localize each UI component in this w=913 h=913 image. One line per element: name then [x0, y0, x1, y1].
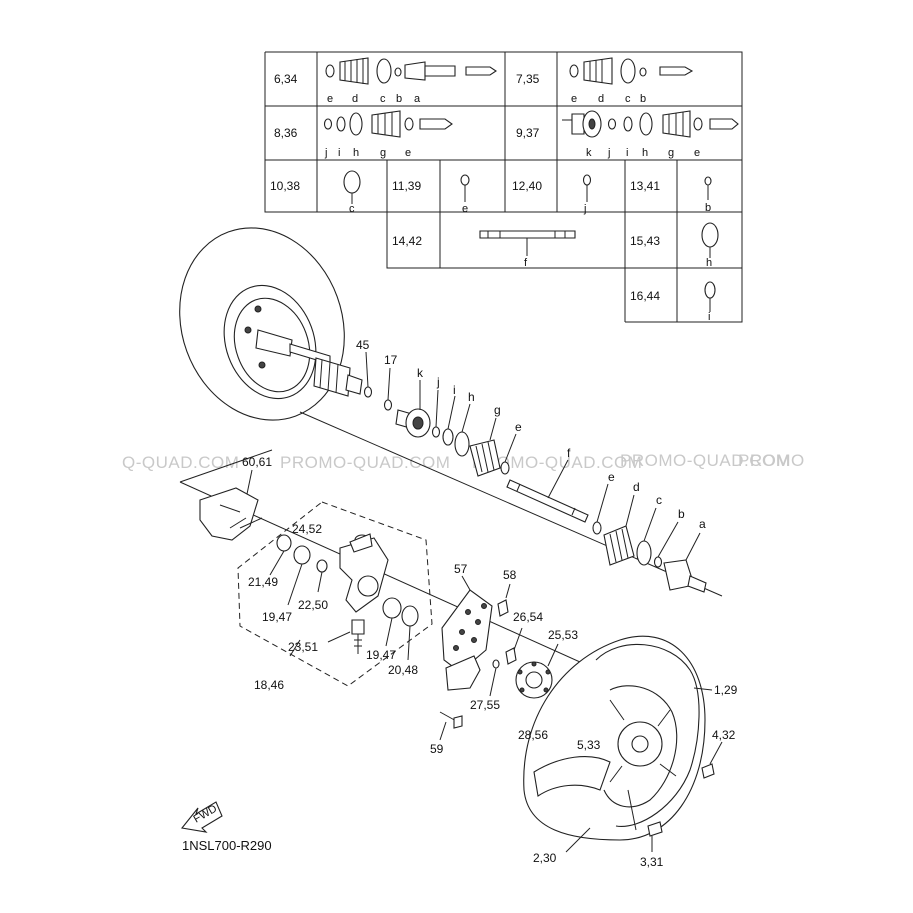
kit-code-9-37: 9,37: [516, 126, 540, 140]
kit-letter: e: [571, 93, 577, 105]
kit-code-14-42: 14,42: [392, 234, 422, 248]
callout-label: 26,54: [513, 610, 543, 624]
kit-letter: f: [524, 257, 528, 269]
kit-code-11-39: 11,39: [392, 179, 421, 193]
watermark-text: PROMO-QUAD.COM: [280, 453, 450, 472]
callout-label: e: [515, 420, 522, 434]
kit-letter: c: [625, 93, 631, 105]
kit-letter: j: [583, 203, 586, 215]
kit-table: 6,34 7,35 8,36 9,37 10,38 11,39 12,40 13…: [264, 51, 743, 323]
watermark-text: PROMO: [738, 451, 805, 470]
kit-letter: b: [640, 93, 646, 105]
callout-label: 3,31: [640, 855, 664, 869]
callout-label: e: [608, 470, 615, 484]
kit-7-35-parts: e d c b: [569, 57, 694, 105]
kit-letter: c: [349, 203, 355, 215]
kit-code-16-44: 16,44: [630, 289, 660, 303]
callout-label: b: [678, 507, 685, 521]
callout-label: 17: [384, 353, 398, 367]
axle-exploded: [179, 351, 723, 681]
kit-letter: e: [405, 147, 411, 159]
kit-letter: i: [708, 311, 710, 323]
callout-label: 19,47: [262, 610, 292, 624]
kit-letter: b: [396, 93, 402, 105]
kit-letter: e: [694, 147, 700, 159]
kit-code-12-40: 12,40: [512, 179, 542, 193]
wheel-lower-right: [523, 635, 723, 853]
callout-label: 24,52: [292, 522, 322, 536]
kit-letter: h: [353, 147, 359, 159]
callout-label: 60,61: [242, 455, 272, 469]
watermark-text: PROMO-QUAD.COM: [620, 451, 790, 470]
kit-code-7-35: 7,35: [516, 72, 540, 86]
watermark-text: PROMO-QUAD.COM: [472, 453, 642, 472]
kit-code-8-36: 8,36: [274, 126, 298, 140]
kit-letter: g: [380, 147, 386, 159]
callout-label: 22,50: [298, 598, 328, 612]
kit-letter: d: [598, 93, 604, 105]
kit-letter: e: [462, 203, 468, 215]
callout-label: 59: [430, 742, 444, 756]
kit-code-10-38: 10,38: [270, 179, 300, 193]
kit-letter: b: [705, 202, 711, 214]
kit-code-6-34: 6,34: [274, 72, 298, 86]
kit-letter: k: [586, 147, 592, 159]
kit-6-34-parts: e d c b a: [325, 57, 497, 105]
callout-label: j: [436, 375, 440, 389]
callout-label: a: [699, 517, 706, 531]
callout-label: d: [633, 480, 640, 494]
callouts: 45 17 k j i h g e f e d c b a 60,61 24,5…: [242, 338, 738, 869]
kit-letter: j: [607, 147, 610, 159]
callout-label: 18,46: [254, 678, 284, 692]
callout-label: h: [468, 390, 475, 404]
watermark: Q-QUAD.COM PROMO-QUAD.COM PROMO-QUAD.COM…: [122, 451, 805, 472]
callout-label: i: [453, 383, 456, 397]
kit-letter: c: [380, 93, 386, 105]
kit-letter: a: [414, 93, 421, 105]
callout-label: 1,29: [714, 683, 738, 697]
watermark-text: Q-QUAD.COM: [122, 453, 239, 472]
wheel-upper-left: [179, 227, 363, 421]
kit-letter: j: [324, 147, 327, 159]
kit-code-13-41: 13,41: [630, 179, 660, 193]
callout-label: 58: [503, 568, 517, 582]
callout-label: 4,32: [712, 728, 736, 742]
kit-letter: e: [327, 93, 333, 105]
callout-label: 57: [454, 562, 468, 576]
kit-letter: i: [338, 147, 340, 159]
callout-label: 23,51: [288, 640, 318, 654]
callout-label: 2,30: [533, 851, 557, 865]
fwd-arrow: FWD: [180, 801, 223, 833]
kit-code-15-43: 15,43: [630, 234, 660, 248]
kit-letter: d: [352, 93, 358, 105]
callout-label: k: [417, 366, 424, 380]
kit-letter: g: [668, 147, 674, 159]
callout-label: 27,55: [470, 698, 500, 712]
kit-letter: h: [706, 257, 712, 269]
callout-label: 19,47: [366, 648, 396, 662]
callout-label: 21,49: [248, 575, 278, 589]
kit-singles: c e j b f h i: [343, 170, 719, 323]
kit-9-37-parts: k j i h g e: [562, 110, 739, 159]
drawing-code: 1NSL700-R290: [182, 838, 272, 853]
kit-8-36-parts: j i h g e: [323, 110, 453, 159]
callout-label: 5,33: [577, 738, 601, 752]
knuckle-assembly: [199, 469, 433, 687]
callout-label: 25,53: [548, 628, 578, 642]
kit-letter: i: [626, 147, 628, 159]
callout-label: 45: [356, 338, 370, 352]
kit-letter: h: [642, 147, 648, 159]
callout-label: g: [494, 403, 501, 417]
callout-label: c: [656, 493, 662, 507]
callout-label: 28,56: [518, 728, 548, 742]
callout-label: f: [567, 446, 571, 460]
callout-label: 20,48: [388, 663, 418, 677]
